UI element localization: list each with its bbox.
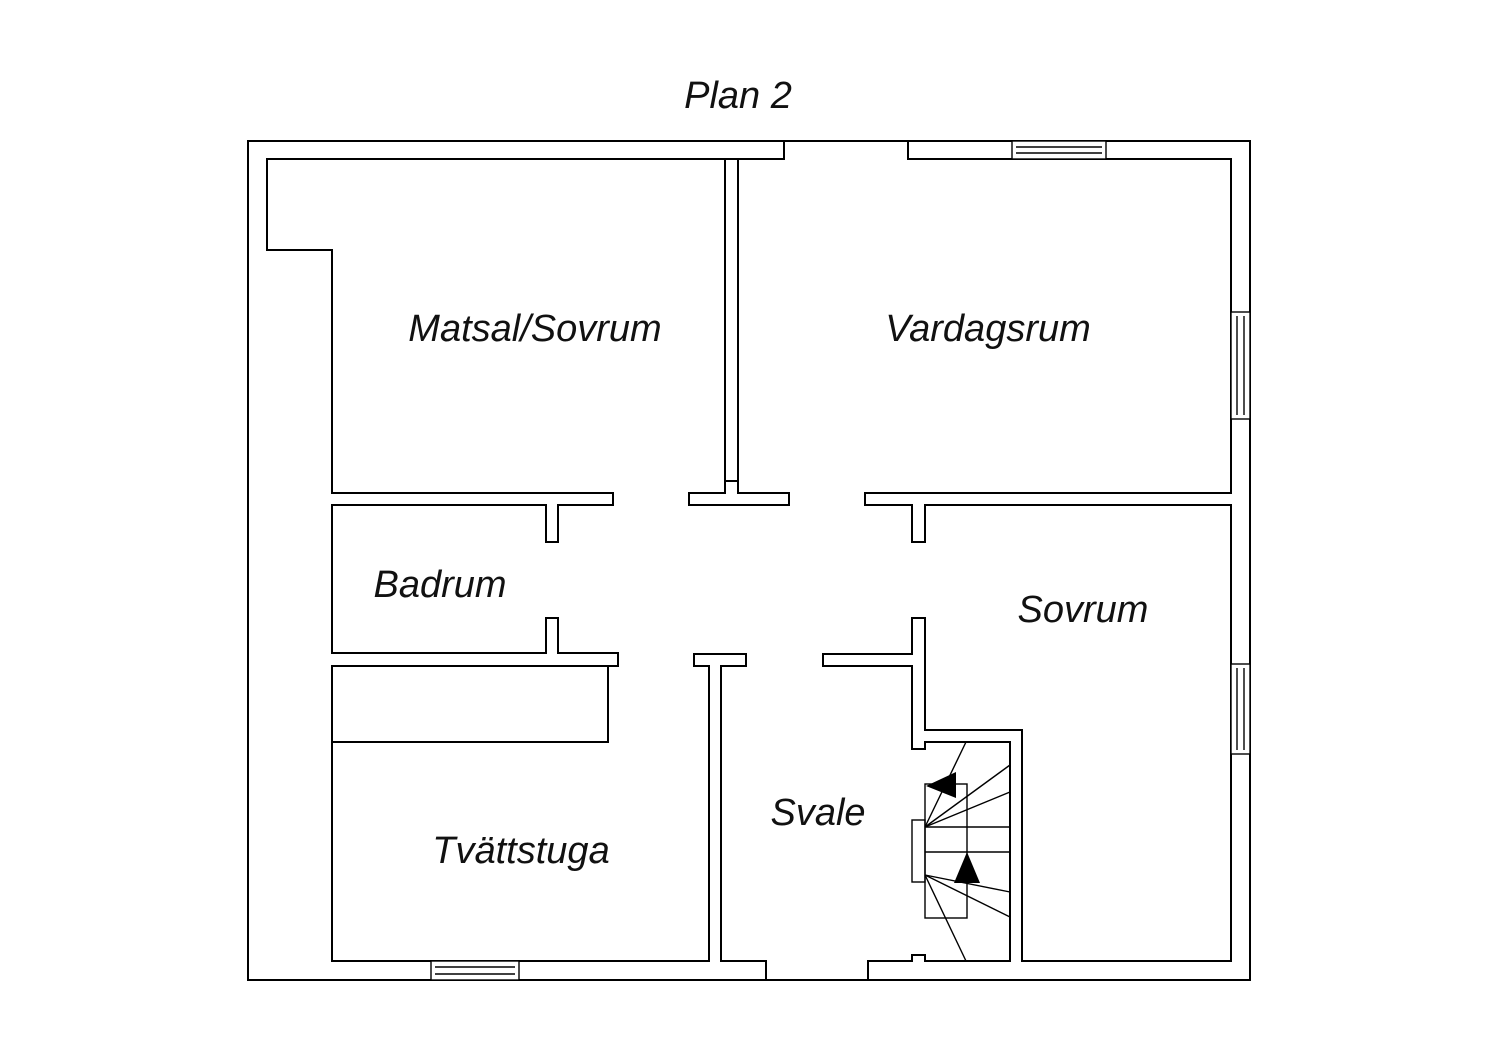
room-label-vardagsrum: Vardagsrum xyxy=(885,308,1091,350)
window-top xyxy=(1011,140,1107,160)
outer-wall xyxy=(247,140,1251,981)
window-right-upper xyxy=(1230,311,1251,420)
interior-walls xyxy=(266,141,1232,980)
room-label-matsal: Matsal/Sovrum xyxy=(408,308,661,350)
window-right-lower xyxy=(1230,663,1251,755)
plan-title: Plan 2 xyxy=(684,75,792,117)
room-label-sovrum: Sovrum xyxy=(1018,589,1149,631)
room-label-badrum: Badrum xyxy=(373,564,506,606)
room-label-svale: Svale xyxy=(770,792,865,834)
room-label-tvattstuga: Tvättstuga xyxy=(432,830,609,872)
staircase xyxy=(911,741,1011,962)
stair-arrow-lower xyxy=(954,852,980,883)
stair-arrow-upper xyxy=(926,772,956,798)
window-bottom xyxy=(430,960,520,981)
